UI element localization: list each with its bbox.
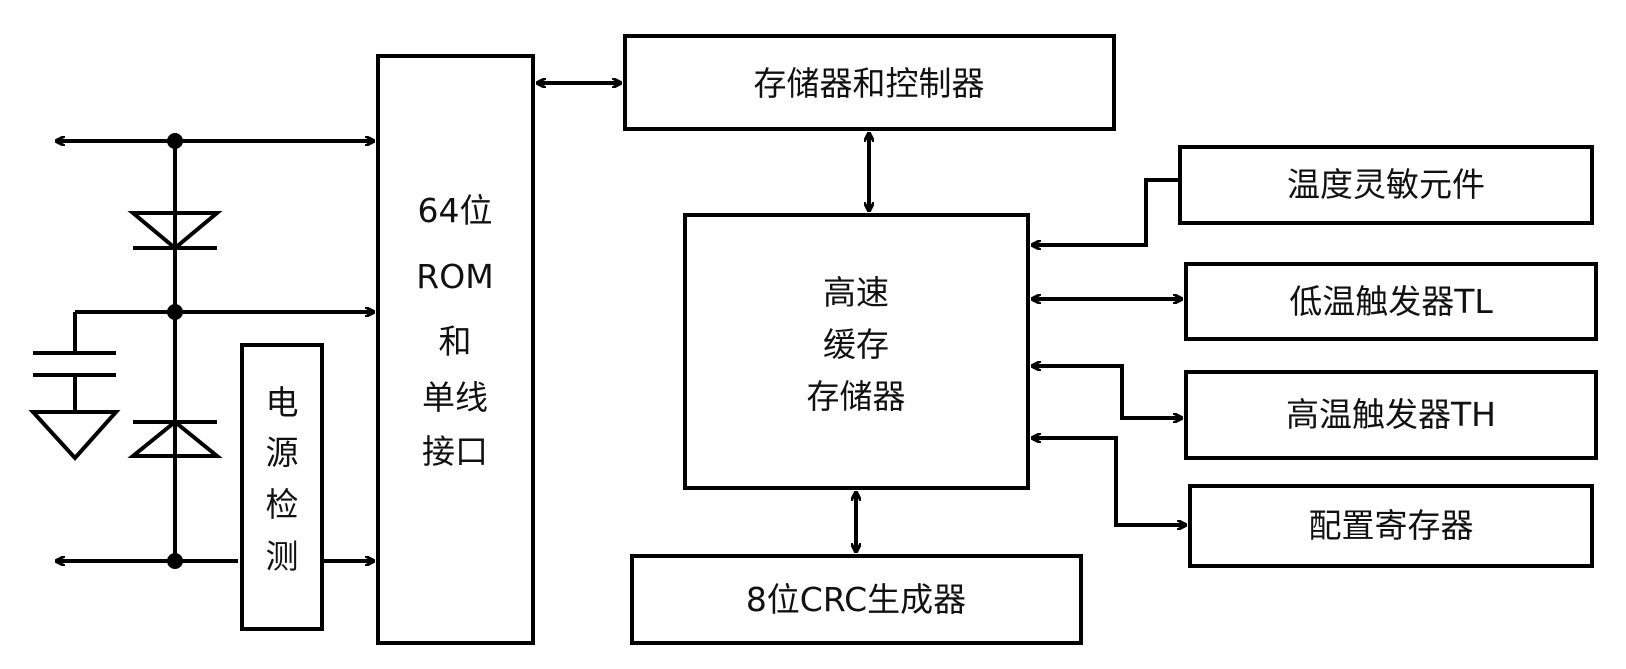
rom-interface-block: 64位 ROM 和 单线 接口 — [376, 54, 535, 645]
config-register-label: 配置寄存器 — [1309, 506, 1474, 545]
scratchpad-label-line-1: 高速 — [823, 273, 889, 312]
power-detect-block: 电 源 检 测 — [240, 343, 324, 631]
rom-label-line-4: 单线 — [422, 378, 488, 417]
rom-label-line-5: 接口 — [422, 432, 488, 471]
th-trigger-block: 高温触发器TH — [1184, 370, 1598, 460]
memory-controller-block: 存储器和控制器 — [623, 34, 1116, 131]
rom-label-line-3: 和 — [439, 322, 472, 361]
rom-label-line-1: 64位 — [418, 191, 493, 230]
power-detect-label-line-2: 源 — [266, 433, 299, 472]
temp-sensor-block: 温度灵敏元件 — [1178, 145, 1594, 225]
config-register-block: 配置寄存器 — [1188, 484, 1594, 568]
rom-label-line-2: ROM — [416, 257, 493, 296]
tl-trigger-block: 低温触发器TL — [1184, 262, 1598, 341]
power-detect-label-line-1: 电 — [266, 383, 299, 422]
capacitor-symbol — [33, 310, 175, 412]
scratchpad-label-line-2: 缓存 — [823, 325, 889, 364]
th-trigger-label: 高温触发器TH — [1286, 395, 1496, 434]
ground-icon — [28, 410, 121, 461]
power-detect-label-line-4: 测 — [266, 537, 299, 576]
lower-diode-symbol — [127, 419, 223, 458]
bottom-junction-dot — [167, 553, 183, 569]
memory-controller-label: 存储器和控制器 — [754, 64, 985, 103]
power-detect-label-line-3: 检 — [266, 485, 299, 524]
scratchpad-block: 高速 缓存 存储器 — [683, 213, 1030, 490]
crc-generator-block: 8位CRC生成器 — [630, 554, 1083, 645]
crc-generator-label: 8位CRC生成器 — [746, 580, 966, 619]
scratchpad-label-line-3: 存储器 — [807, 377, 906, 416]
top-junction-dot — [167, 133, 183, 149]
scratchpad-config-arrow — [1032, 438, 1186, 525]
scratchpad-th-arrow — [1032, 366, 1182, 418]
upper-diode-symbol — [127, 211, 223, 251]
tl-trigger-label: 低温触发器TL — [1289, 282, 1493, 321]
temp-sensor-to-scratchpad-arrow — [1032, 178, 1180, 245]
temp-sensor-label: 温度灵敏元件 — [1287, 165, 1485, 204]
